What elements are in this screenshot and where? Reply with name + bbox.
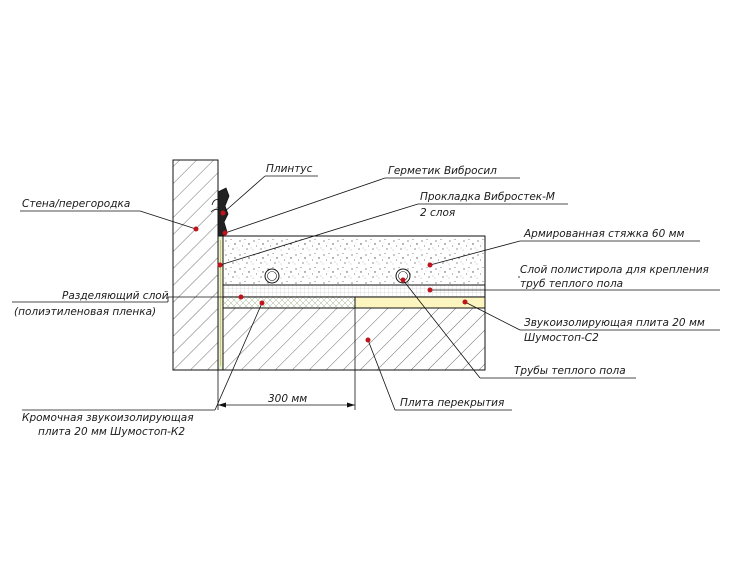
polystyrene-label-line2: труб теплого пола xyxy=(520,278,623,290)
dimension-label: 300 мм xyxy=(268,393,307,405)
floor-slab xyxy=(217,307,486,371)
plinth-label: Плинтус xyxy=(266,163,313,175)
separating-label-line2: (полиэтиленовая пленка) xyxy=(14,306,156,318)
slab-label: Плита перекрытия xyxy=(400,397,504,409)
pipes-label: Трубы теплого пола xyxy=(514,365,626,377)
wall-label: Стена/перегородка xyxy=(22,198,130,210)
polystyrene-layer xyxy=(222,284,486,298)
gasket-label-line1: Прокладка Виброcтек-М xyxy=(420,191,555,203)
dimension-300: 300 мм xyxy=(217,308,356,410)
floor-heating-pipe xyxy=(264,268,280,284)
sealant-label: Герметик Вибросил xyxy=(388,165,497,177)
edge-board-label-line1: Кромочная звукоизолирующая xyxy=(22,412,194,424)
floor-heating-pipe xyxy=(395,268,411,284)
acoustic-label-line1: Звукоизолирующая плита 20 мм xyxy=(524,317,705,329)
separating-label-line1: Разделяющий слой xyxy=(62,290,169,302)
edge-board-label-line2: плита 20 мм Шумостоп-К2 xyxy=(38,426,185,438)
polystyrene-label-line1: Слой полистирола для крепления xyxy=(520,264,709,276)
screed-label: Армированная стяжка 60 мм xyxy=(523,228,685,240)
wall xyxy=(172,159,219,371)
gasket-label-line2: 2 слоя xyxy=(420,207,455,219)
acoustic-label-line2: Шумостоп-С2 xyxy=(524,332,599,344)
